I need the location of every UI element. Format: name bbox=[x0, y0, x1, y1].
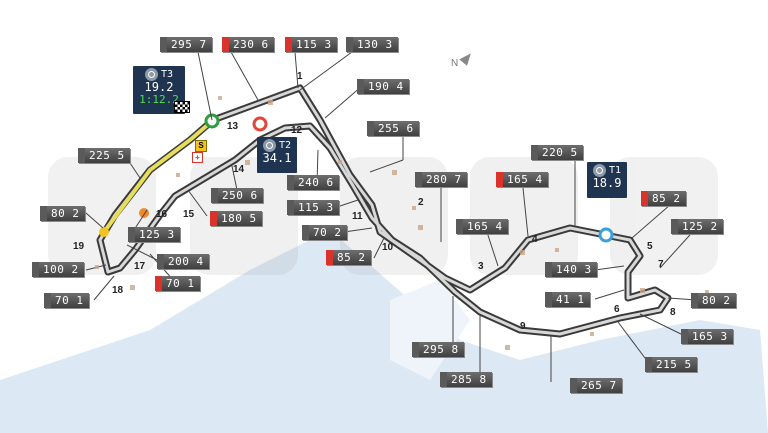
speed-trap-70-1-mid: 70 1 bbox=[155, 276, 200, 291]
sector-t2-panel: T2 34.1 bbox=[257, 137, 297, 173]
turn-label-13: 13 bbox=[227, 121, 239, 132]
orange-marker bbox=[139, 208, 149, 218]
turn-label-12: 12 bbox=[291, 125, 303, 136]
leader-lines bbox=[85, 51, 699, 382]
speed-trap-225-5: 225 5 bbox=[78, 148, 130, 163]
mercedes-logo-icon bbox=[592, 164, 606, 177]
mercedes-logo-icon bbox=[144, 68, 158, 81]
turn-label-8: 8 bbox=[670, 307, 676, 318]
sector-t3-time: 19.2 bbox=[144, 80, 174, 94]
turn-label-1: 1 bbox=[297, 71, 303, 82]
sector-t1-panel: T1 18.9 bbox=[587, 162, 627, 198]
turn-label-2: 2 bbox=[418, 197, 424, 208]
sector-t2-time: 34.1 bbox=[262, 151, 292, 165]
speed-trap-295-8: 295 8 bbox=[412, 342, 464, 357]
turn-label-15: 15 bbox=[183, 209, 195, 220]
speed-trap-295-7: 295 7 bbox=[160, 37, 212, 52]
medical-cross-icon: + bbox=[192, 152, 203, 163]
speed-trap-70-2: 70 2 bbox=[302, 225, 347, 240]
turn-label-17: 17 bbox=[134, 261, 146, 272]
turn-label-4: 4 bbox=[532, 234, 538, 245]
speed-trap-70-1-left: 70 1 bbox=[44, 293, 89, 308]
speed-trap-220-5: 220 5 bbox=[531, 145, 583, 160]
turn-label-6: 6 bbox=[614, 304, 620, 315]
turn-label-7: 7 bbox=[658, 259, 664, 270]
harbour-area bbox=[390, 280, 470, 380]
speed-trap-80-2-left: 80 2 bbox=[40, 206, 85, 221]
speed-trap-85-2-mid: 85 2 bbox=[326, 250, 371, 265]
turn-label-9: 9 bbox=[520, 321, 526, 332]
turn-label-18: 18 bbox=[112, 285, 124, 296]
speed-trap-180-5: 180 5 bbox=[210, 211, 262, 226]
turn-label-5: 5 bbox=[647, 241, 653, 252]
sector3-marker bbox=[204, 113, 220, 129]
speed-trap-140-3: 140 3 bbox=[545, 262, 597, 277]
lap-time: 1:12.2 bbox=[139, 93, 179, 106]
drs-detection-marker: S bbox=[195, 140, 207, 152]
turn-label-11: 11 bbox=[352, 211, 363, 222]
speed-trap-115-3-top: 115 3 bbox=[285, 37, 337, 52]
speed-trap-250-6: 250 6 bbox=[211, 188, 263, 203]
speed-trap-255-6: 255 6 bbox=[367, 121, 419, 136]
speed-trap-285-8: 285 8 bbox=[440, 372, 492, 387]
speed-trap-100-2: 100 2 bbox=[32, 262, 84, 277]
sector-t2-label: T2 bbox=[278, 140, 292, 151]
speed-trap-165-3: 165 3 bbox=[681, 329, 733, 344]
mercedes-logo-icon bbox=[262, 139, 276, 152]
speed-trap-265-7: 265 7 bbox=[570, 378, 622, 393]
turn-label-19: 19 bbox=[73, 241, 85, 252]
sector2-marker bbox=[252, 116, 268, 132]
yellow-marker bbox=[99, 227, 109, 237]
speed-trap-230-6: 230 6 bbox=[222, 37, 274, 52]
drs-zone bbox=[102, 120, 213, 234]
speed-trap-280-7: 280 7 bbox=[415, 172, 467, 187]
turn-label-14: 14 bbox=[233, 164, 245, 175]
turn-label-16: 16 bbox=[156, 209, 168, 220]
speed-trap-125-3-left: 125 3 bbox=[128, 227, 180, 242]
turn-label-3: 3 bbox=[478, 261, 484, 272]
speed-trap-41-1: 41 1 bbox=[545, 292, 590, 307]
speed-trap-200-4: 200 4 bbox=[157, 254, 209, 269]
turn-label-10: 10 bbox=[382, 242, 394, 253]
speed-trap-240-6: 240 6 bbox=[287, 175, 339, 190]
speed-trap-85-2-right: 85 2 bbox=[641, 191, 686, 206]
speed-trap-125-2: 125 2 bbox=[671, 219, 723, 234]
speed-trap-80-2-right: 80 2 bbox=[691, 293, 736, 308]
sector-t1-label: T1 bbox=[608, 165, 622, 176]
speed-trap-130-3: 130 3 bbox=[346, 37, 398, 52]
speed-trap-215-5: 215 5 bbox=[645, 357, 697, 372]
building-dots bbox=[95, 96, 709, 350]
north-label: N bbox=[451, 58, 459, 69]
speed-trap-165-4: 165 4 bbox=[456, 219, 508, 234]
speed-trap-190-4: 190 4 bbox=[357, 79, 409, 94]
sector1-marker bbox=[598, 227, 614, 243]
sector-t3-label: T3 bbox=[160, 69, 174, 80]
speed-trap-115-3-mid: 115 3 bbox=[287, 200, 339, 215]
checkered-flag-icon bbox=[174, 101, 190, 113]
sector-t1-time: 18.9 bbox=[592, 176, 622, 190]
speed-trap-165-4-red: 165 4 bbox=[496, 172, 548, 187]
